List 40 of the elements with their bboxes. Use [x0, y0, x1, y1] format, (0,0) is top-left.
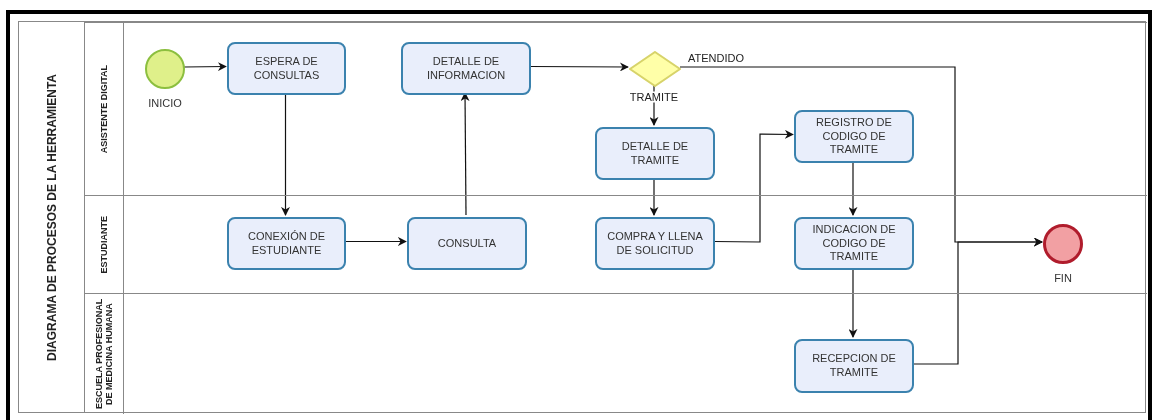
task-label: CONEXIÓN DE ESTUDIANTE: [247, 229, 326, 258]
task-box: [407, 217, 527, 270]
decision-diamond: [629, 51, 681, 87]
task-label: RECEPCION DE TRAMITE: [811, 352, 897, 380]
arrow: [344, 237, 407, 246]
lane-label: ESCUELA PROFESIONAL DE MEDICINA HUMANA: [93, 298, 115, 410]
task-label: COMPRA Y LLENA DE SOLICITUD: [606, 229, 704, 258]
task-label: DETALLE DE TRAMITE: [620, 139, 690, 168]
swimlane: [85, 293, 1147, 414]
task-box: [595, 127, 715, 180]
task-label: INDICACION DE CODIGO DE TRAMITE: [811, 222, 897, 265]
task-label: REGISTRO DE CODIGO DE TRAMITE: [815, 115, 893, 158]
task-box: [227, 42, 346, 95]
event-label: INICIO: [147, 96, 183, 111]
arrow: [912, 237, 1043, 365]
swimlane: [85, 195, 1147, 293]
arrow: [848, 267, 858, 338]
task-box: [794, 217, 914, 270]
task-box: [794, 110, 914, 163]
edge-label: ATENDIDO: [686, 52, 746, 64]
task-box: [595, 217, 715, 270]
task-label: CONSULTA: [437, 236, 497, 251]
arrow: [529, 62, 629, 72]
pool-frame: [18, 21, 1146, 413]
arrow: [848, 160, 858, 216]
task-label: ESPERA DE CONSULTAS: [252, 54, 321, 83]
task-box: [227, 217, 346, 270]
swimlane: [85, 22, 1147, 195]
task-label: DETALLE DE INFORMACION: [425, 54, 507, 83]
lane-label: ASISTENTE DIGITAL: [98, 64, 110, 154]
arrow: [649, 177, 659, 216]
arrow: [281, 92, 290, 216]
task-box: [794, 339, 914, 393]
edge-label: TRAMITE: [627, 91, 681, 103]
pool-title: DIAGRAMA DE PROCESOS DE LA HERRAMIENTA: [43, 73, 60, 361]
lane-label: ESTUDIANTE: [98, 215, 110, 274]
arrow: [713, 129, 794, 243]
event-label: FIN: [1053, 271, 1073, 286]
task-box: [401, 42, 531, 95]
arrow: [460, 92, 470, 216]
